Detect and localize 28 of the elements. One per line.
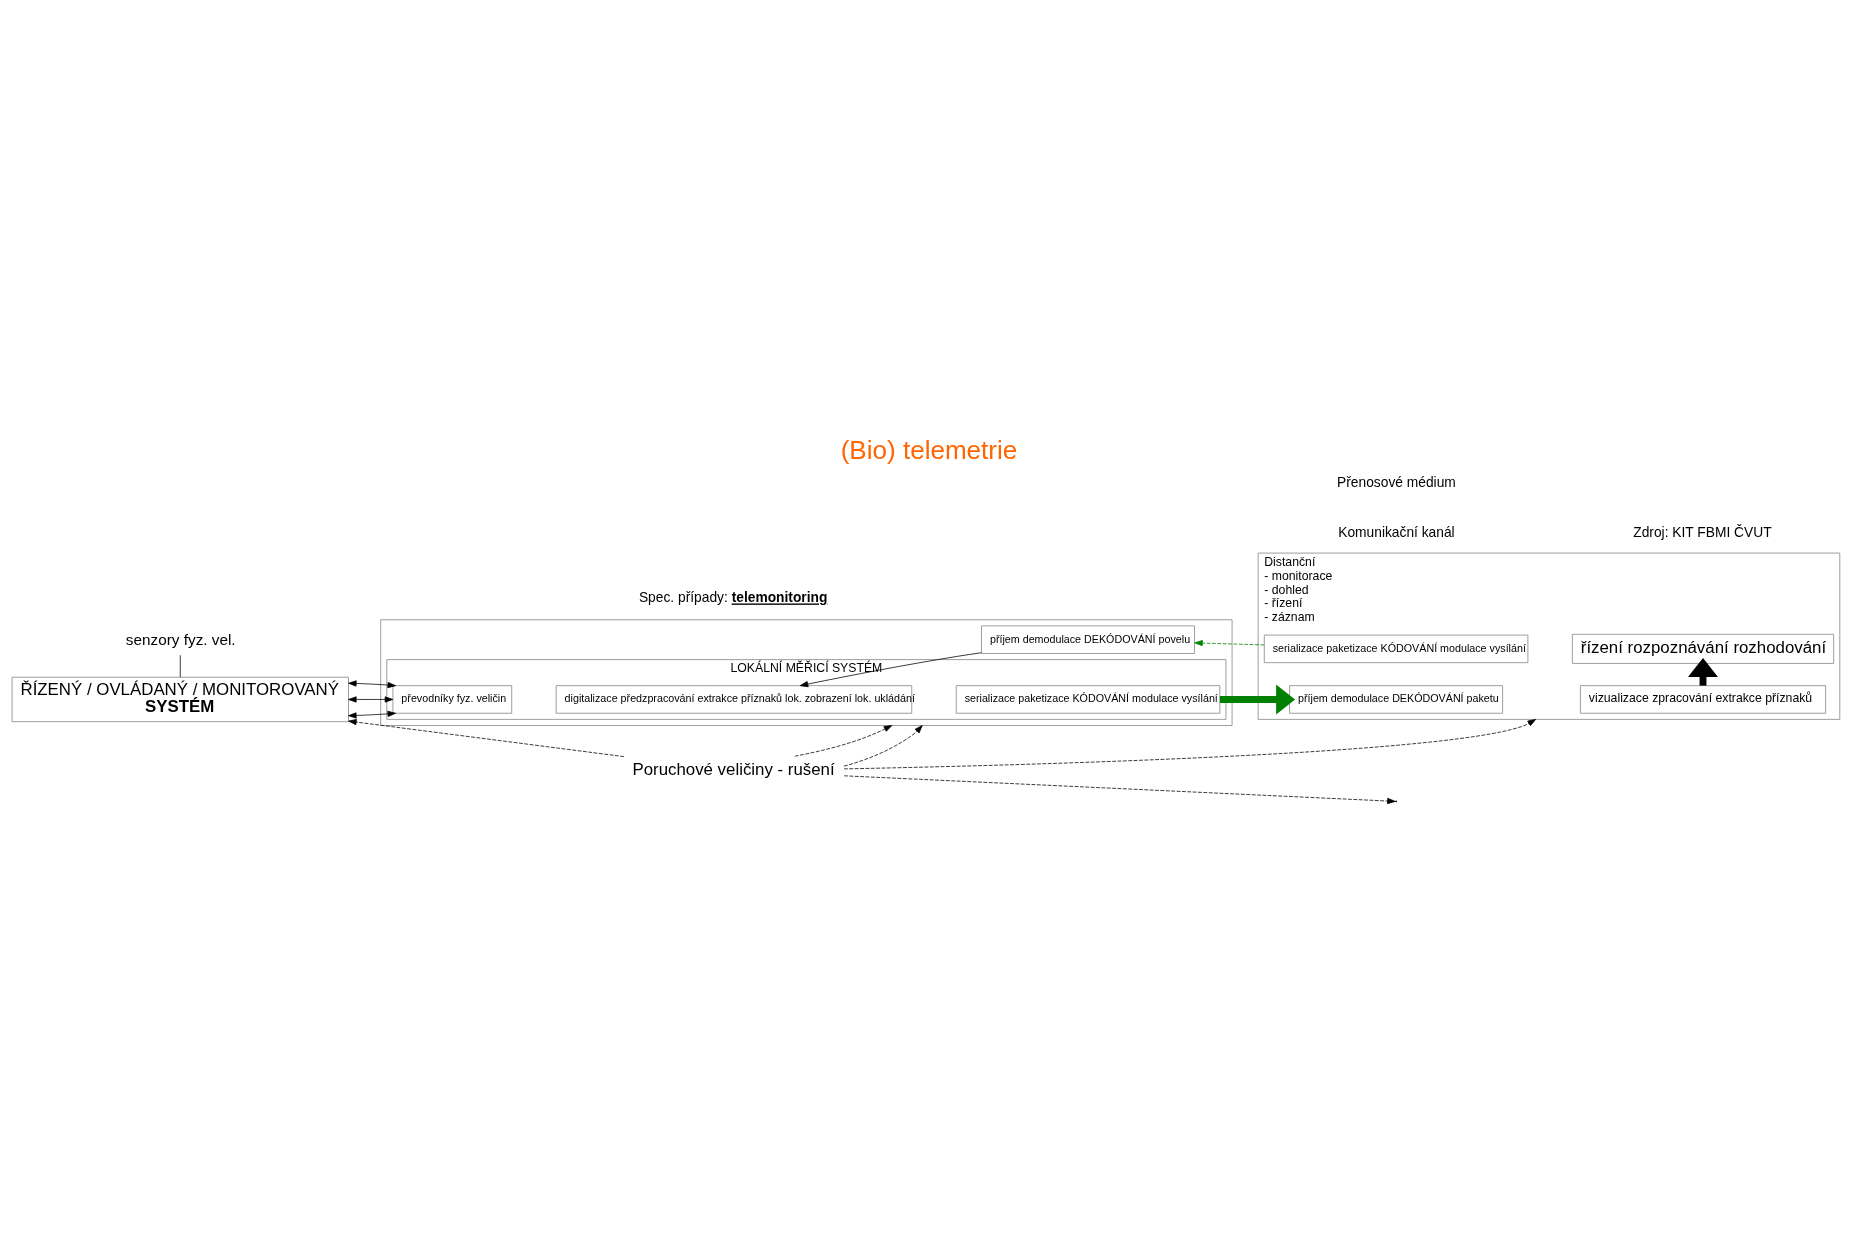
- arrow: [348, 679, 396, 688]
- label: Spec. případy: telemonitoring: [638, 589, 828, 605]
- cluster: [380, 618, 1233, 726]
- node-box: převodníky fyz. veličin: [392, 684, 513, 714]
- diagram-title: (Bio) telemetrie: [840, 434, 1018, 465]
- arrow: [348, 718, 625, 757]
- arrow: [843, 718, 1536, 769]
- node-box: ŘÍZENÝ / OVLÁDANÝ / MONITOROVANÝ SYSTÉM: [11, 676, 349, 722]
- node-box: serializace paketizace KÓDOVÁNÍ modulace vysílání: [955, 684, 1221, 714]
- node-box: řízení rozpoznávání rozhodování: [1571, 633, 1835, 664]
- node-text: senzory fyz. vel.: [125, 630, 236, 648]
- arrow: [1194, 639, 1265, 646]
- arrow: [843, 774, 1396, 804]
- node-box: digitalizace předzpracování extrakce příznaků lok. zobrazení lok. ukládání: [555, 684, 913, 714]
- arrow: [799, 651, 982, 687]
- arrow: [843, 724, 923, 767]
- node-box: serializace paketizace KÓDOVÁNÍ modulace vysílání: [1263, 634, 1529, 663]
- arrow: [794, 724, 893, 757]
- arrow: [1219, 684, 1296, 714]
- node-box: vizualizace zpracování extrakce příznaků: [1580, 684, 1826, 714]
- node-box: příjem demodulace DEKÓDOVÁNÍ povelu: [981, 625, 1195, 654]
- arrow: [348, 695, 394, 703]
- label: Komunikační kanál: [1338, 524, 1455, 540]
- label: Zdroj: KIT FBMI ČVUT: [1633, 524, 1772, 540]
- arrow: [348, 710, 396, 719]
- label: Přenosové médium: [1337, 474, 1456, 490]
- node-text: Poruchové veličiny - rušení: [632, 759, 835, 779]
- node-box: příjem demodulace DEKÓDOVÁNÍ paketu: [1289, 684, 1503, 714]
